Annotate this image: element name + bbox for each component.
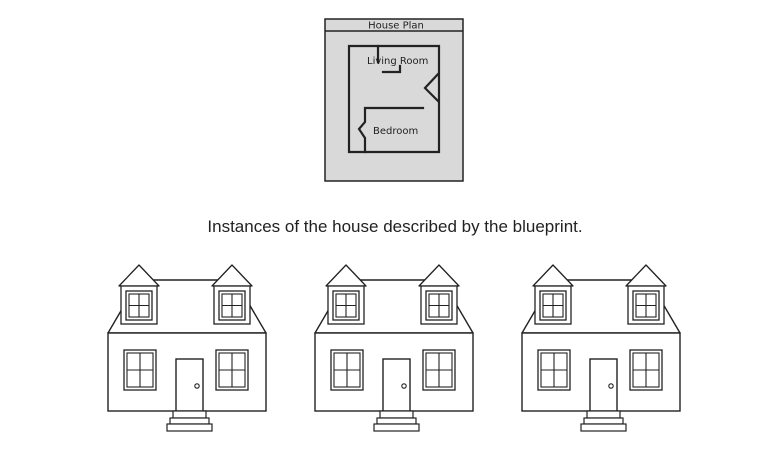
- room-label-living-room: Living Room: [367, 56, 428, 67]
- dormer-left-window: [125, 290, 153, 321]
- window-right: [629, 349, 663, 391]
- dormer-left: [118, 264, 160, 325]
- dormer-left: [532, 264, 574, 325]
- front-steps: [166, 410, 213, 432]
- window-left: [330, 349, 364, 391]
- dormer-right-window: [425, 290, 453, 321]
- window-left: [537, 349, 571, 391]
- caption: Instances of the house described by the …: [207, 217, 583, 236]
- dormer-right-window: [632, 290, 660, 321]
- window-right: [422, 349, 456, 391]
- dormer-right: [625, 264, 667, 325]
- floor-plan-walls: [347, 44, 441, 154]
- house-instances: [107, 264, 681, 432]
- house-instance-3: [521, 264, 681, 432]
- dormer-right-window: [218, 290, 246, 321]
- house-plan: House Plan Living Room Bedroom: [324, 18, 464, 182]
- door-knob: [608, 383, 614, 389]
- dormer-left-window: [332, 290, 360, 321]
- dormer-right: [211, 264, 253, 325]
- room-label-bedroom: Bedroom: [373, 126, 418, 137]
- house-plan-frame: [324, 18, 464, 182]
- dormer-right: [418, 264, 460, 325]
- front-steps: [373, 410, 420, 432]
- dormer-left-window: [539, 290, 567, 321]
- window-right: [215, 349, 249, 391]
- house-instance-1: [107, 264, 267, 432]
- door-knob: [401, 383, 407, 389]
- house-plan-title: House Plan: [368, 21, 424, 32]
- front-steps: [580, 410, 627, 432]
- dormer-left: [325, 264, 367, 325]
- house-instance-2: [314, 264, 474, 432]
- window-left: [123, 349, 157, 391]
- door-knob: [194, 383, 200, 389]
